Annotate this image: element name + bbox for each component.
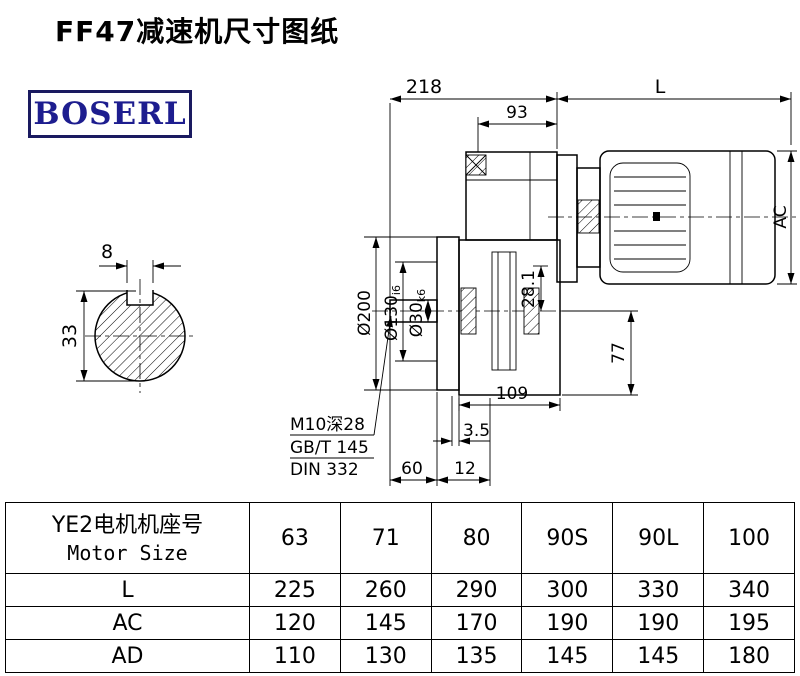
size-column-header: 90S bbox=[521, 502, 614, 574]
dimension-value-cell: 300 bbox=[521, 573, 614, 607]
page-title: FF47减速机尺寸图纸 bbox=[55, 15, 340, 48]
dimension-value-cell: 145 bbox=[521, 639, 614, 673]
dim-motor-length: L bbox=[655, 76, 666, 98]
dimension-value-cell: 290 bbox=[430, 573, 523, 607]
shaft-cross-section: 8 33 bbox=[59, 241, 197, 393]
gear-wheel bbox=[491, 251, 517, 371]
dim-front-width: 93 bbox=[506, 103, 528, 123]
dimension-value-cell: 190 bbox=[521, 606, 614, 640]
note-tap: M10深28 bbox=[290, 415, 365, 435]
size-column-header: 80 bbox=[430, 502, 523, 574]
dimension-row-label: L bbox=[5, 573, 250, 607]
dimension-value-cell: 190 bbox=[612, 606, 705, 640]
dimension-value-cell: 225 bbox=[249, 573, 341, 607]
dim-shaft-section-height: 33 bbox=[59, 324, 81, 348]
dimension-value-cell: 260 bbox=[339, 573, 432, 607]
dim-shaft-diameter-value: Ø30 bbox=[407, 302, 427, 337]
brand-logo: BOSERL bbox=[28, 90, 192, 138]
dimension-value-cell: 180 bbox=[703, 639, 795, 673]
note-standard-gb: GB/T 145 bbox=[290, 438, 369, 458]
dimension-value-cell: 340 bbox=[703, 573, 795, 607]
bearing-rear bbox=[523, 287, 540, 335]
dim-spigot-diameter-value: Ø130 bbox=[382, 295, 402, 341]
table-row-AC: AC 120 145 170 190 190 195 bbox=[5, 606, 795, 640]
dim-spigot-depth: 12 bbox=[454, 459, 476, 479]
dimension-value-cell: 135 bbox=[430, 639, 523, 673]
motor bbox=[548, 150, 796, 285]
dim-shaft-length: 60 bbox=[401, 459, 423, 479]
dimension-value-cell: 120 bbox=[249, 606, 341, 640]
size-column-header: 63 bbox=[249, 502, 341, 574]
tapped-hole-note: M10深28 GB/T 145 DIN 332 bbox=[290, 315, 393, 480]
dimension-value-cell: 195 bbox=[703, 606, 795, 640]
dim-housing-length: 109 bbox=[496, 384, 528, 404]
size-column-header: 100 bbox=[703, 502, 795, 574]
brand-logo-text: BOSERL bbox=[33, 96, 187, 132]
fan-cowl-seam bbox=[729, 151, 743, 284]
dim-shaft-diameter: Ø30k6 bbox=[407, 289, 428, 337]
dimension-drawing: 8 33 bbox=[59, 76, 797, 486]
side-dimensions: 28.1 77 109 bbox=[458, 265, 638, 411]
size-column-header: 90L bbox=[612, 502, 705, 574]
motor-size-header-en: Motor Size bbox=[67, 541, 188, 566]
dimension-value-cell: 145 bbox=[612, 639, 705, 673]
dim-top-width: 218 bbox=[406, 76, 442, 98]
motor-diameter-dimension: AC bbox=[771, 150, 797, 285]
dimension-value-cell: 170 bbox=[430, 606, 523, 640]
dimension-row-label: AC bbox=[5, 606, 250, 640]
adapter-section bbox=[577, 199, 600, 234]
dim-flange-gap: 3.5 bbox=[463, 421, 490, 441]
note-standard-din: DIN 332 bbox=[290, 460, 359, 480]
motor-size-header-cn: YE2电机机座号 bbox=[51, 512, 204, 538]
dimension-row-label: AD bbox=[5, 639, 250, 673]
dim-key-width: 8 bbox=[101, 241, 113, 263]
dimension-value-cell: 330 bbox=[612, 573, 705, 607]
bottom-dimensions: 3.5 60 12 bbox=[389, 324, 491, 486]
dim-flange-diameter: Ø200 bbox=[355, 290, 375, 336]
dimension-value-cell: 145 bbox=[339, 606, 432, 640]
table-row-L: L 225 260 290 300 330 340 bbox=[5, 573, 795, 607]
gearbox-housing bbox=[372, 151, 600, 396]
dim-shaft-tolerance: k6 bbox=[415, 289, 428, 302]
flange-dimensions: Ø200 Ø130i6 Ø30k6 bbox=[355, 236, 437, 391]
dimension-value-cell: 130 bbox=[339, 639, 432, 673]
bearing-front bbox=[460, 287, 477, 335]
dim-spigot-tolerance: i6 bbox=[390, 285, 403, 295]
dim-spigot-diameter: Ø130i6 bbox=[382, 285, 403, 341]
top-dimensions: 218 L 93 bbox=[389, 76, 792, 298]
dim-axis-to-base: 77 bbox=[609, 342, 629, 364]
size-column-header: 71 bbox=[339, 502, 432, 574]
table-header-row: YE2电机机座号 Motor Size 63 71 80 90S 90L 100 bbox=[5, 502, 795, 574]
table-row-AD: AD 110 130 135 145 145 180 bbox=[5, 639, 795, 673]
motor-size-header: YE2电机机座号 Motor Size bbox=[5, 502, 250, 574]
motor-size-table: YE2电机机座号 Motor Size 63 71 80 90S 90L 100… bbox=[5, 502, 795, 673]
dimension-value-cell: 110 bbox=[249, 639, 341, 673]
dim-key-height: 28.1 bbox=[519, 270, 539, 308]
dim-motor-diameter: AC bbox=[771, 205, 791, 228]
